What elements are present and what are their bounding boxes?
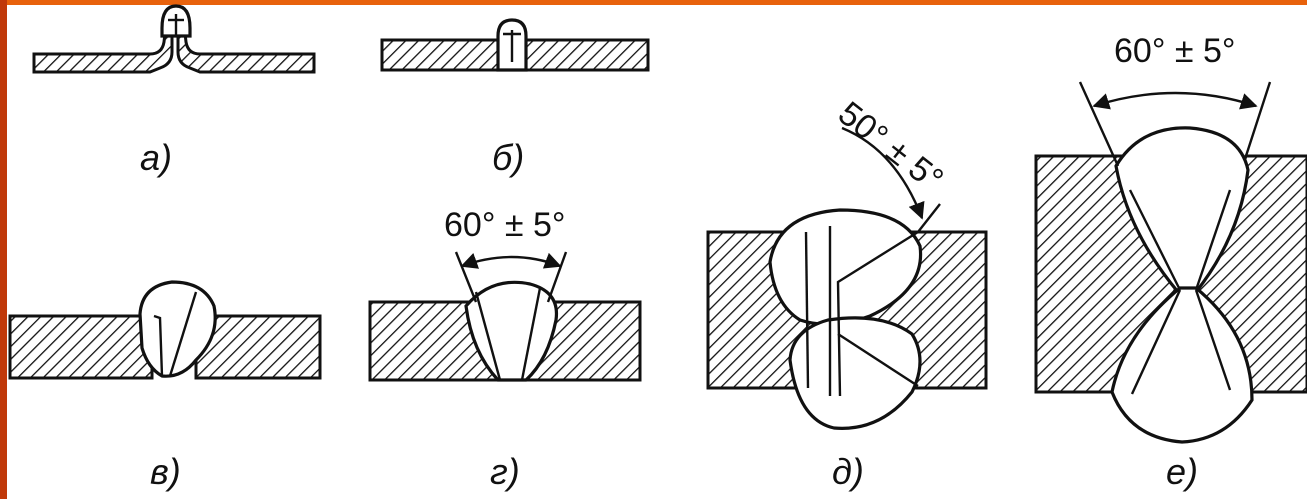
label-e: е) — [1166, 451, 1198, 492]
joint-e: 60° ± 5° е) — [1034, 32, 1307, 492]
joint-g-angle-arc — [460, 252, 562, 269]
joint-b: б) — [380, 18, 650, 178]
joint-g-bead — [464, 280, 559, 382]
joint-a-plate — [32, 22, 174, 74]
joint-v: в) — [8, 280, 322, 492]
label-b: б) — [492, 137, 524, 178]
joint-b-plate-right — [522, 38, 650, 72]
joint-v-plate-left — [8, 314, 154, 380]
joint-v-bead — [138, 280, 217, 378]
angle-label-e: 60° ± 5° — [1114, 32, 1235, 70]
joint-e-angle-arc — [1092, 91, 1258, 110]
label-d: д) — [832, 451, 864, 492]
label-a: а) — [140, 137, 172, 178]
joint-d: 50° ± 5° д) — [706, 94, 988, 492]
joint-e-bead-bottom — [1110, 286, 1254, 444]
label-v: в) — [150, 451, 181, 492]
joint-a: а) — [32, 4, 316, 178]
frame-left-bar — [0, 0, 7, 499]
joint-d-angle-arc — [841, 126, 925, 220]
joint-a-plate-right — [176, 22, 316, 74]
joint-g: 60° ± 5° г) — [368, 206, 642, 492]
joint-d-bead-bottom — [788, 316, 922, 430]
angle-label-d: 50° ± 5° — [831, 94, 950, 199]
label-g: г) — [490, 451, 520, 492]
joint-b-plate-left — [380, 38, 502, 72]
joint-e-bead-top — [1114, 126, 1250, 294]
frame-top-bar — [0, 0, 1307, 5]
angle-label-g: 60° ± 5° — [444, 206, 565, 244]
